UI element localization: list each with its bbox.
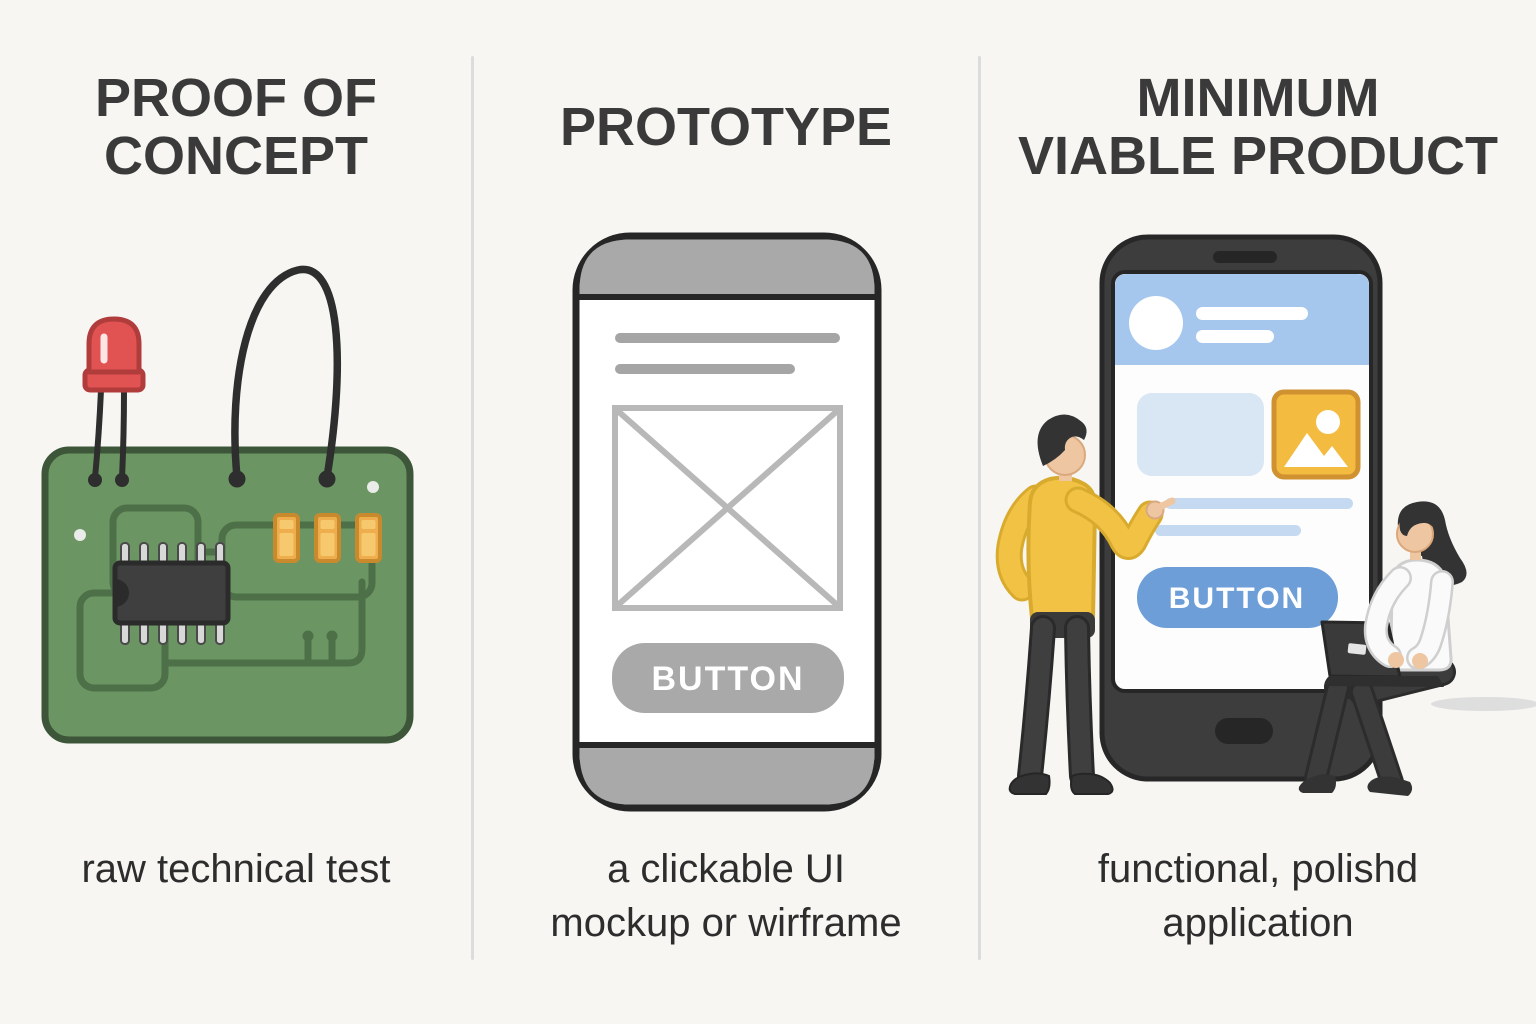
mvp-illustration: BUTTON: [980, 230, 1536, 850]
mountain-icon: [1284, 433, 1348, 467]
title-line: PROOF OF: [95, 68, 377, 128]
led-legs: [92, 387, 127, 481]
trace-end-dot: [326, 630, 338, 642]
man-shoe: [1008, 772, 1051, 795]
ground-shadow: [1431, 697, 1536, 711]
caption-line: a clickable UI: [607, 847, 845, 891]
caption-line: functional, polishd: [1097, 847, 1419, 891]
image-thumbnail: [1271, 389, 1361, 480]
avatar-circle: [1129, 296, 1183, 350]
top-bar: [579, 239, 875, 297]
app-button: BUTTON: [1137, 567, 1338, 628]
caption-prototype: a clickable UI mockup or wirframe: [472, 842, 980, 962]
caption-line: application: [1162, 901, 1354, 945]
column-minimum-viable-product: MINIMUM VIABLE PRODUCT: [980, 0, 1536, 1024]
capacitor: [355, 513, 382, 563]
man-finger: [1154, 497, 1176, 512]
wire-pad: [228, 470, 246, 488]
button-pill: [1137, 567, 1338, 628]
title-line: MINIMUM: [1136, 68, 1380, 128]
circuit-board-illustration: [0, 230, 472, 850]
circuit-board: [41, 265, 414, 744]
column-proof-of-concept: PROOF OF CONCEPT: [0, 0, 472, 1024]
button-label: BUTTON: [651, 660, 804, 698]
column-title-prototype: PROTOTYPE: [472, 60, 980, 194]
text-line: [615, 364, 795, 374]
trace-end-dot: [302, 630, 314, 642]
image-placeholder-x: [612, 405, 843, 611]
speaker-slot: [1213, 251, 1277, 263]
title-line: CONCEPT: [103, 126, 368, 186]
capacitor: [273, 513, 300, 563]
man-pointing: [995, 414, 1176, 795]
title-line: PROTOTYPE: [559, 97, 893, 157]
woman-hand: [1388, 652, 1404, 668]
wireframe-phone: BUTTON: [572, 232, 882, 812]
chip-notch: [115, 579, 129, 607]
button-label: BUTTON: [1169, 582, 1305, 615]
body-text-line: [1165, 498, 1353, 509]
red-led: [82, 316, 146, 487]
polished-app-phone: BUTTON: [1099, 234, 1383, 782]
solder-dot: [74, 529, 86, 541]
content-card: [1137, 393, 1264, 476]
vertical-divider-1: [471, 56, 474, 960]
caption-minimum-viable-product: functional, polishd application: [980, 842, 1536, 962]
woman-hand: [1412, 653, 1428, 669]
man-shoe: [1070, 772, 1114, 795]
caption-line: mockup or wirframe: [550, 901, 902, 945]
led-leg-pad: [115, 473, 129, 487]
chip-body: [112, 560, 231, 626]
wire-pad: [318, 470, 336, 488]
button-pill: [612, 643, 844, 713]
ic-chip: [112, 542, 231, 645]
woman-shoe: [1367, 776, 1413, 796]
laptop-base: [1324, 676, 1444, 687]
text-line: [615, 333, 840, 343]
bottom-bar: [579, 745, 875, 805]
led-leg-pad: [88, 473, 102, 487]
header-text-line: [1196, 307, 1308, 320]
woman-neck: [1410, 548, 1421, 560]
capacitors: [273, 513, 382, 563]
woman-hair-front: [1399, 503, 1443, 536]
woman-shoe: [1298, 774, 1336, 793]
sun-icon: [1316, 410, 1340, 434]
woman-with-laptop: [1298, 501, 1467, 796]
jumper-wire: [228, 265, 342, 488]
home-button: [1215, 718, 1273, 744]
body-text-line: [1155, 525, 1301, 536]
solder-dot: [367, 481, 379, 493]
wireframe-button: BUTTON: [612, 643, 844, 713]
man-hair: [1037, 414, 1087, 466]
caption-proof-of-concept: raw technical test: [0, 842, 472, 962]
led-dome: [86, 316, 142, 375]
header-text-line: [1196, 330, 1274, 343]
column-prototype: PROTOTYPE: [472, 0, 980, 1024]
column-title-proof-of-concept: PROOF OF CONCEPT: [0, 60, 472, 194]
capacitor: [314, 513, 341, 563]
title-line: VIABLE PRODUCT: [1017, 126, 1498, 186]
vertical-divider-2: [978, 56, 981, 960]
wireframe-phone-illustration: BUTTON: [472, 230, 980, 850]
caption-line: raw technical test: [81, 847, 391, 891]
column-title-minimum-viable-product: MINIMUM VIABLE PRODUCT: [980, 60, 1536, 194]
laptop-logo: [1347, 643, 1367, 655]
